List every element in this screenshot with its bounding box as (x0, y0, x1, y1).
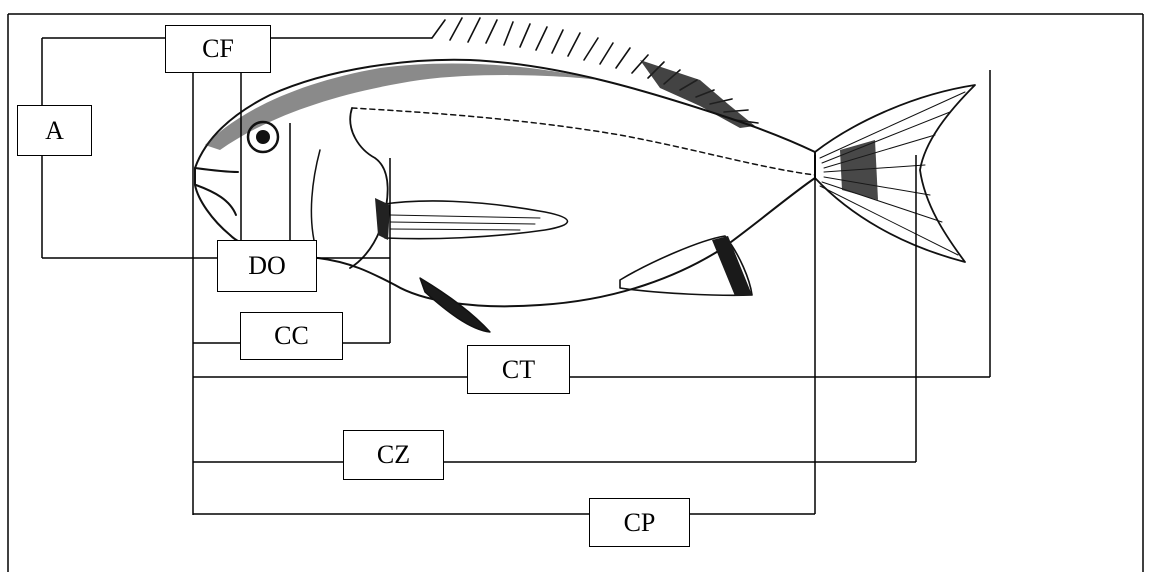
label-ct: CT (467, 345, 570, 394)
pectoral-rays (390, 215, 540, 230)
pectoral-base (375, 198, 390, 240)
label-cc: CC (240, 312, 343, 360)
mouth (195, 168, 238, 172)
label-cp: CP (589, 498, 690, 547)
frame (8, 14, 1143, 572)
measurement-lines (42, 38, 990, 515)
lateral-line (352, 108, 815, 175)
preopercle (311, 150, 320, 245)
gill-cover (350, 108, 388, 268)
label-cz: CZ (343, 430, 444, 480)
caudal-shade (840, 140, 878, 200)
label-cf: CF (165, 25, 271, 73)
jaw (196, 185, 236, 215)
pectoral-fin (378, 201, 568, 239)
label-do: DO (217, 240, 317, 292)
label-a: A (17, 105, 92, 156)
eye-pupil (256, 130, 270, 144)
dorsal-fin-shade (640, 60, 755, 128)
caudal-fin (815, 85, 975, 262)
